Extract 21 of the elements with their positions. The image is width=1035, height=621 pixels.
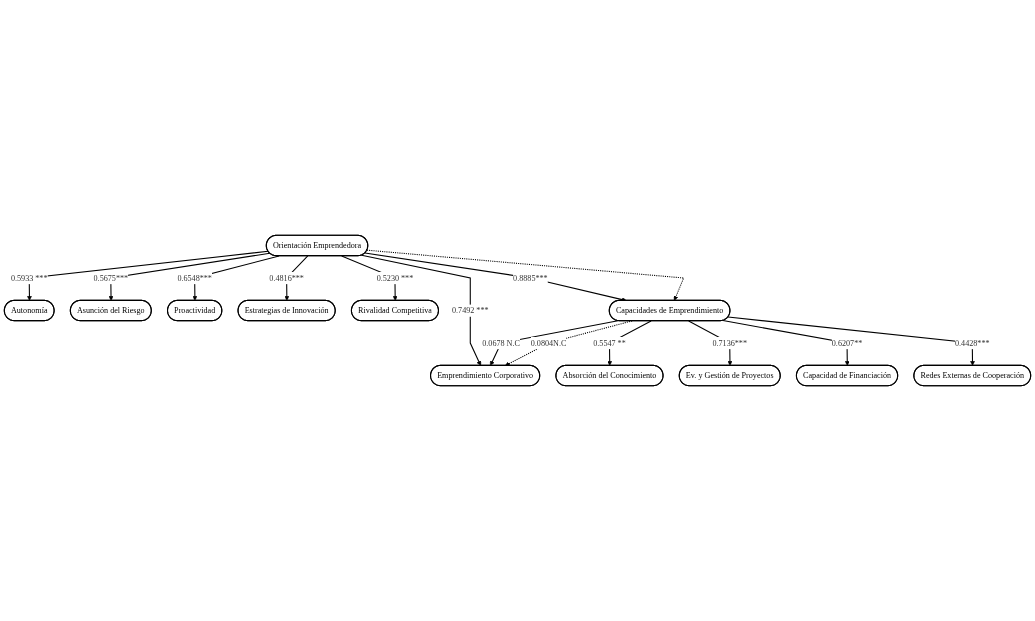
edge-label: 0.4428*** [955, 338, 990, 348]
edge-label: 0.5230 *** [376, 273, 414, 283]
arrow [366, 249, 685, 301]
edge-label: 0.4816*** [269, 273, 304, 283]
arrow [108, 252, 271, 301]
edge-label: 0.5547 ** [593, 338, 626, 348]
edge-label: 0.7492 *** [451, 306, 489, 315]
edge-label: 0.7136*** [712, 338, 747, 348]
arrow [361, 254, 482, 366]
edge-label: 0.0678 N.C [482, 338, 520, 348]
edge-label: 0.6548*** [177, 273, 212, 283]
edge-label: 0.5675*** [93, 273, 129, 283]
arrow [490, 320, 619, 366]
edge-label: 0.8885*** [513, 273, 548, 283]
arrow [27, 250, 269, 301]
arrow [505, 320, 633, 366]
edge-label: 0.5933 *** [10, 273, 48, 283]
arrow [727, 316, 975, 366]
edge-label: 0.6207** [831, 338, 863, 348]
edge-label: 0.0804N.C [530, 338, 567, 348]
arrow [364, 252, 627, 302]
